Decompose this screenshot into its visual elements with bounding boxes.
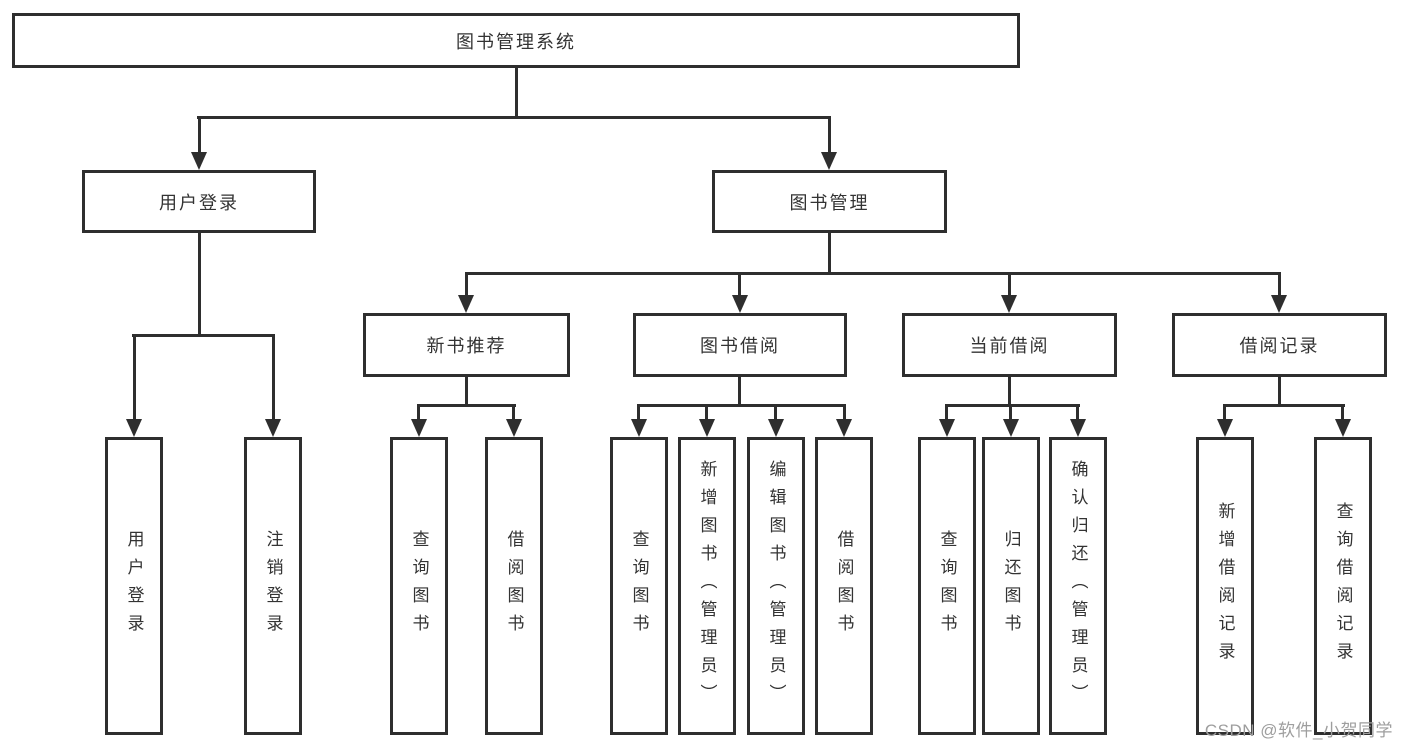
connector-book-borrow-rail (637, 404, 846, 407)
connector-drop-user-login (198, 118, 201, 153)
connector-borrow-record-stem (1278, 377, 1281, 407)
connector-user-login-rail (132, 334, 275, 337)
node-current-borrowing: 当前借阅 (902, 313, 1117, 377)
connector-new-book-rec-rail (417, 404, 516, 407)
arrowhead-book-borrow (732, 295, 748, 313)
watermark-text: CSDN @软件_小贺同学 (1204, 721, 1393, 740)
connector-drop-new-book-rec (465, 274, 468, 297)
arrowhead-cb-confirm (1070, 419, 1086, 437)
arrowhead-br-query (1335, 419, 1351, 437)
connector-book-borrow-stem (738, 377, 741, 407)
connector-drop-br-add (1223, 406, 1226, 421)
connector-drop-leaf-logout (272, 336, 275, 421)
connector-drop-cb-return (1009, 406, 1012, 421)
leaf-br-query-record: 查询借阅记录 (1314, 437, 1372, 735)
node-user-login: 用户登录 (82, 170, 316, 233)
leaf-bb-borrow-books: 借阅图书 (815, 437, 873, 735)
arrowhead-book-mgmt (821, 152, 837, 170)
node-book-borrowing: 图书借阅 (633, 313, 847, 377)
leaf-nbr-borrow-books: 借阅图书 (485, 437, 543, 735)
leaf-nbr-query-books: 查询图书 (390, 437, 448, 735)
connector-drop-bb-add (705, 406, 708, 421)
node-new-book-recommend: 新书推荐 (363, 313, 570, 377)
connector-drop-cb-query (945, 406, 948, 421)
connector-borrow-record-rail (1223, 404, 1345, 407)
arrowhead-nbr-query (411, 419, 427, 437)
node-book-management: 图书管理 (712, 170, 947, 233)
leaf-cb-query-books: 查询图书 (918, 437, 976, 735)
node-library-management-system: 图书管理系统 (12, 13, 1020, 68)
arrowhead-bb-add (699, 419, 715, 437)
leaf-bb-edit-books-admin: 编辑图书（管理员） (747, 437, 805, 735)
leaf-br-add-record: 新增借阅记录 (1196, 437, 1254, 735)
connector-root-rail (197, 116, 831, 119)
leaf-cb-confirm-return-admin: 确认归还（管理员） (1049, 437, 1107, 735)
connector-drop-bb-edit (774, 406, 777, 421)
connector-new-book-rec-stem (465, 377, 468, 407)
connector-drop-nbr-query (417, 406, 420, 421)
connector-drop-cb-confirm (1076, 406, 1079, 421)
arrowhead-current-borrow (1001, 295, 1017, 313)
connector-root-stem (515, 67, 518, 119)
connector-drop-book-borrow (738, 274, 741, 297)
connector-drop-bb-query (637, 406, 640, 421)
connector-drop-nbr-borrow (512, 406, 515, 421)
connector-user-login-stem (198, 233, 201, 337)
connector-drop-bb-borrow (843, 406, 846, 421)
arrowhead-leaf-logout (265, 419, 281, 437)
arrowhead-cb-return (1003, 419, 1019, 437)
connector-drop-book-mgmt (828, 118, 831, 153)
connector-drop-leaf-user-login (133, 336, 136, 421)
leaf-cb-return-books: 归还图书 (982, 437, 1040, 735)
leaf-bb-query-books: 查询图书 (610, 437, 668, 735)
arrowhead-user-login (191, 152, 207, 170)
connector-drop-borrow-record (1278, 274, 1281, 297)
connector-drop-current-borrow (1008, 274, 1011, 297)
connector-book-mgmt-stem (828, 233, 831, 274)
arrowhead-bb-query (631, 419, 647, 437)
connector-book-mgmt-rail (465, 272, 1281, 275)
arrowhead-bb-edit (768, 419, 784, 437)
connector-current-borrow-rail (945, 404, 1080, 407)
arrowhead-leaf-user-login (126, 419, 142, 437)
arrowhead-br-add (1217, 419, 1233, 437)
leaf-bb-add-books-admin: 新增图书（管理员） (678, 437, 736, 735)
connector-current-borrow-stem (1008, 377, 1011, 407)
arrowhead-cb-query (939, 419, 955, 437)
leaf-user-login: 用户登录 (105, 437, 163, 735)
connector-drop-br-query (1341, 406, 1344, 421)
arrowhead-nbr-borrow (506, 419, 522, 437)
arrowhead-new-book-rec (458, 295, 474, 313)
arrowhead-borrow-record (1271, 295, 1287, 313)
arrowhead-bb-borrow (836, 419, 852, 437)
node-borrowing-records: 借阅记录 (1172, 313, 1387, 377)
leaf-logout: 注销登录 (244, 437, 302, 735)
